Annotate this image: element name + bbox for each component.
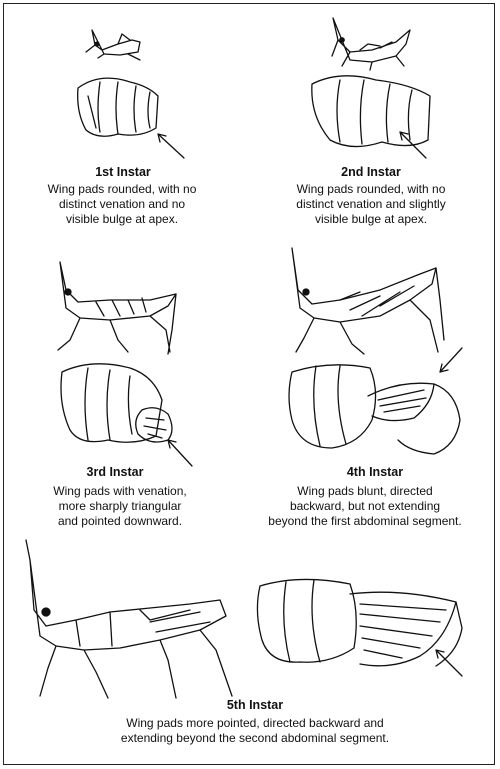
instar-4-line-1: Wing pads blunt, directed bbox=[236, 484, 494, 499]
instar-1-line-3: visible bulge at apex. bbox=[10, 212, 234, 227]
instar-5-line-1: Wing pads more pointed, directed backwar… bbox=[40, 716, 470, 731]
instar-3-title: 3rd Instar bbox=[60, 465, 170, 479]
instar-3-line-2: more sharply triangular bbox=[8, 499, 232, 514]
instar-5-wing-pad-drawing bbox=[257, 579, 462, 666]
instar-2-grasshopper-drawing bbox=[332, 18, 410, 70]
instar-3-wing-pad-drawing bbox=[61, 364, 172, 442]
instar-1-line-2: distinct venation and no bbox=[10, 197, 234, 212]
instar-4-title: 4th Instar bbox=[320, 465, 430, 479]
instar-1-grasshopper-drawing bbox=[86, 30, 140, 60]
instar-2-line-2: distinct venation and slightly bbox=[255, 197, 487, 212]
instar-1-arrow bbox=[158, 134, 184, 158]
instar-5-grasshopper-drawing bbox=[26, 540, 232, 698]
instar-3-line-1: Wing pads with venation, bbox=[8, 484, 232, 499]
instar-4-wing-pad-drawing bbox=[289, 365, 460, 454]
instar-5-title: 5th Instar bbox=[200, 698, 310, 712]
instar-1-line-1: Wing pads rounded, with no bbox=[10, 182, 234, 197]
instar-4-description: Wing pads blunt, directed backward, but … bbox=[236, 484, 494, 529]
instar-1-title: 1st Instar bbox=[68, 165, 178, 179]
instar-2-wing-pad-drawing bbox=[312, 76, 430, 147]
instar-2-line-3: visible bulge at apex. bbox=[255, 212, 487, 227]
instar-3-description: Wing pads with venation, more sharply tr… bbox=[8, 484, 232, 529]
instar-4-arrow bbox=[440, 348, 462, 372]
instar-1-wing-pad-drawing bbox=[78, 78, 158, 136]
instar-5-line-2: extending beyond the second abdominal se… bbox=[40, 731, 470, 746]
instar-1-description: Wing pads rounded, with no distinct vena… bbox=[10, 182, 234, 227]
instar-2-description: Wing pads rounded, with no distinct vena… bbox=[255, 182, 487, 227]
instar-3-line-3: and pointed downward. bbox=[8, 514, 232, 529]
instar-4-line-3: beyond the first abdominal segment. bbox=[236, 514, 494, 529]
instar-4-line-2: backward, but not extending bbox=[236, 499, 494, 514]
instar-4-grasshopper-drawing bbox=[292, 248, 444, 354]
instar-3-grasshopper-drawing bbox=[58, 262, 176, 354]
instar-2-line-1: Wing pads rounded, with no bbox=[255, 182, 487, 197]
instar-2-title: 2nd Instar bbox=[316, 165, 426, 179]
instar-3-arrow bbox=[168, 440, 192, 466]
instar-5-description: Wing pads more pointed, directed backwar… bbox=[40, 716, 470, 746]
